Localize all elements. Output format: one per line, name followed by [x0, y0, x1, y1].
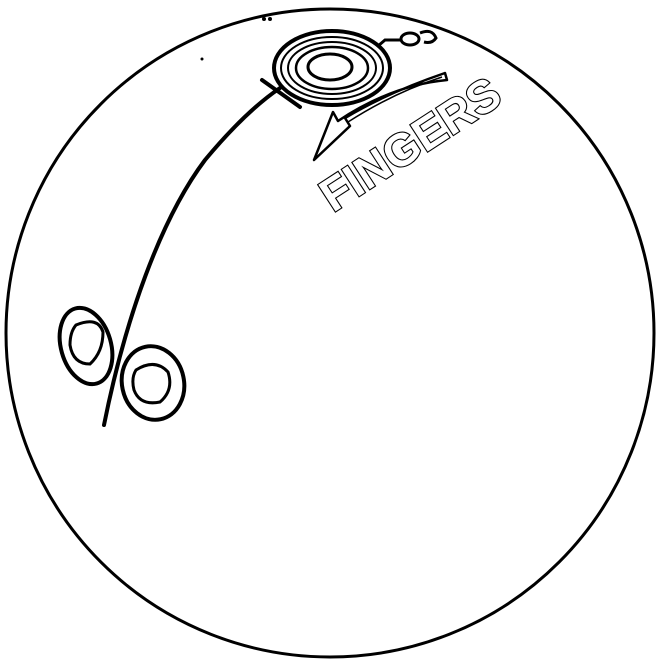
thumb-hole-ring-icon [274, 31, 390, 105]
